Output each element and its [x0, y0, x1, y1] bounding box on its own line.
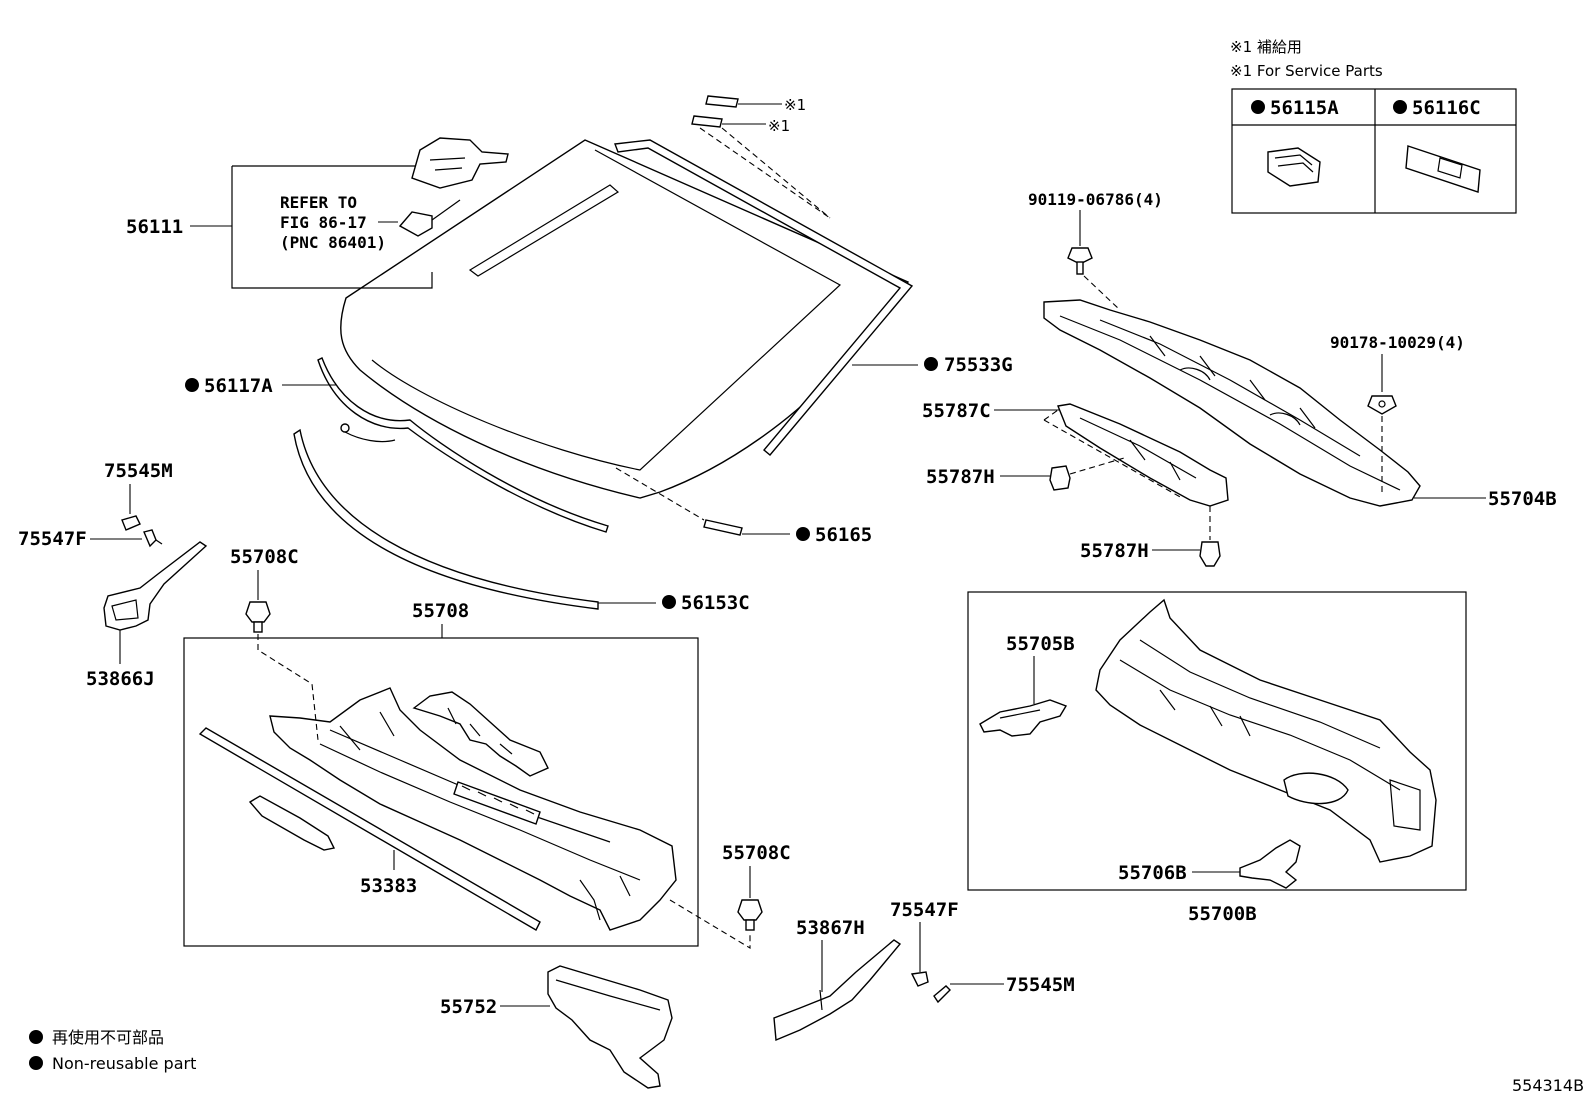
part-label-55787C: 55787C	[922, 400, 991, 422]
part-label-56153C: 56153C	[681, 592, 750, 614]
part-label-75545M-b: 75545M	[1006, 974, 1075, 996]
part-label-55752: 55752	[440, 996, 497, 1018]
part-55708-cowl-louver	[269, 687, 677, 931]
service-strip-1	[705, 95, 782, 108]
assembly-box-55708	[183, 637, 699, 947]
assembly-box-55700B	[967, 591, 1467, 891]
non-reusable-dot	[662, 595, 676, 609]
part-53383-seal	[198, 727, 541, 931]
nut-90178-icon	[1367, 395, 1397, 415]
part-label-53383: 53383	[360, 875, 417, 897]
part-label-75547F-b: 75547F	[890, 899, 959, 921]
part-label-56117A: 56117A	[204, 375, 273, 397]
clip-75547F-a-icon	[143, 529, 163, 548]
legend-line1: 再使用不可部品	[52, 1028, 164, 1047]
non-reusable-dot	[924, 357, 938, 371]
bolt-90119-icon	[1067, 247, 1093, 275]
part-label-56116C: 56116C	[1412, 97, 1481, 119]
clip-55787H-b-icon	[1199, 541, 1221, 567]
part-55700B-cowl-assembly	[1095, 598, 1437, 863]
clip-75547F-b-icon	[910, 971, 929, 987]
part-55705B-bracket	[979, 699, 1068, 737]
refer-line1: REFER TO	[280, 193, 357, 212]
part-label-56115A: 56115A	[1270, 97, 1339, 119]
part-label-55706B: 55706B	[1118, 862, 1187, 884]
part-56153C-strip	[293, 428, 599, 610]
part-label-56111: 56111	[126, 216, 183, 238]
non-reusable-dot	[1251, 100, 1265, 114]
clip-55787H-icon	[1049, 465, 1071, 491]
part-55704B-cowl	[1043, 299, 1421, 507]
part-53866J-bracket	[103, 541, 208, 631]
part-53867H-cover	[773, 939, 902, 1042]
refer-line3: (PNC 86401)	[280, 233, 386, 252]
non-reusable-dot	[796, 527, 810, 541]
part-label-55704B: 55704B	[1488, 488, 1557, 510]
part-label-53866J: 53866J	[86, 668, 155, 690]
part-label-90178: 90178-10029(4)	[1330, 333, 1465, 352]
part-56115A-drawing	[1267, 147, 1321, 187]
part-label-75533G: 75533G	[944, 354, 1013, 376]
part-label-90119: 90119-06786(4)	[1028, 190, 1163, 209]
clip-75545M-a-icon	[121, 515, 141, 531]
diagram-id: 554314B	[1512, 1076, 1584, 1095]
part-label-55787H-a: 55787H	[926, 466, 995, 488]
legend-dot	[29, 1056, 43, 1070]
refer-box	[231, 137, 509, 289]
legend-dot	[29, 1030, 43, 1044]
part-55706B-bracket	[1239, 839, 1301, 889]
refer-line2: FIG 86-17	[280, 213, 367, 232]
clip-55708C-b-icon	[737, 899, 763, 931]
part-label-75547F-a: 75547F	[18, 528, 87, 550]
part-small-seal-strip	[248, 795, 336, 851]
part-label-55708C-b: 55708C	[722, 842, 791, 864]
part-label-56165: 56165	[815, 524, 872, 546]
service-strip-2	[691, 115, 766, 128]
part-55752-shield	[547, 965, 673, 1089]
part-56117A-strip	[317, 357, 609, 533]
service-note-line1: ※1 補給用	[1230, 38, 1302, 56]
part-label-75545M-a: 75545M	[104, 460, 173, 482]
service-mark-2: ※1	[768, 117, 790, 135]
legend-line2: Non-reusable part	[52, 1054, 196, 1073]
part-56116C-drawing	[1405, 145, 1481, 193]
part-56165-pad	[703, 519, 743, 536]
service-mark-1: ※1	[784, 96, 806, 114]
part-label-55708: 55708	[412, 600, 469, 622]
service-strip-guide	[699, 127, 831, 219]
part-label-55787H-b: 55787H	[1080, 540, 1149, 562]
clip-55708C-a-icon	[245, 601, 271, 633]
service-note-line2: ※1 For Service Parts	[1230, 62, 1383, 80]
part-label-55708C-a: 55708C	[230, 546, 299, 568]
part-label-55700B: 55700B	[1188, 903, 1257, 925]
part-75533G-moulding	[614, 139, 914, 456]
part-label-53867H: 53867H	[796, 917, 865, 939]
part-55787C-bracket	[1057, 403, 1229, 507]
non-reusable-dot	[1393, 100, 1407, 114]
service-parts-table	[1231, 88, 1517, 214]
non-reusable-dot	[185, 378, 199, 392]
windshield-glass	[340, 139, 910, 499]
part-label-55705B: 55705B	[1006, 633, 1075, 655]
clip-75545M-b-icon	[933, 985, 951, 1004]
